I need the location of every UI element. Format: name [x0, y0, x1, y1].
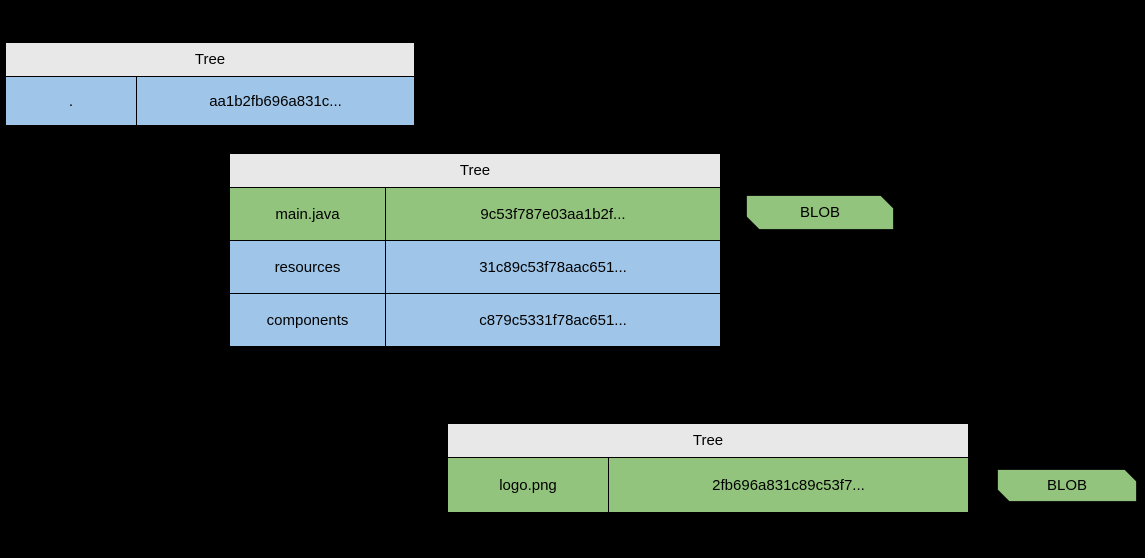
entry-hash-cell: 2fb696a831c89c53f7... [712, 476, 865, 494]
entry-name-cell: logo.png [448, 458, 609, 512]
blob-tag-label: BLOB [799, 204, 841, 221]
entry-hash-cell: aa1b2fb696a831c... [209, 92, 342, 110]
blob-tag: BLOB [745, 194, 895, 231]
entry-name-cell: . [6, 77, 137, 125]
table-header: Tree [448, 424, 968, 457]
table-header: Tree [230, 154, 720, 187]
blob-card-icon [996, 468, 1138, 503]
blob-tag: BLOB [996, 468, 1138, 503]
entry-name-cell: components [230, 294, 386, 346]
tree-entry-row: resources 31c89c53f78aac651... [230, 240, 720, 293]
tree-entry-row: . aa1b2fb696a831c... [6, 76, 414, 125]
entry-name-cell: resources [230, 241, 386, 293]
nested-tree-table: Tree logo.png 2fb696a831c89c53f7... [447, 423, 969, 513]
blob-entry-row: logo.png 2fb696a831c89c53f7... [448, 457, 968, 512]
tree-entry-row: components c879c5331f78ac651... [230, 293, 720, 346]
blob-card-icon [745, 194, 895, 231]
table-header: Tree [6, 43, 414, 76]
root-tree-table: Tree . aa1b2fb696a831c... [5, 42, 415, 126]
subtree-table: Tree main.java 9c53f787e03aa1b2f... reso… [229, 153, 721, 347]
entry-hash-cell: 9c53f787e03aa1b2f... [480, 205, 626, 223]
blob-tag-label: BLOB [1046, 477, 1088, 494]
entry-name-cell: main.java [230, 188, 386, 240]
entry-hash-cell: 31c89c53f78aac651... [479, 258, 627, 276]
blob-entry-row: main.java 9c53f787e03aa1b2f... [230, 187, 720, 240]
entry-hash-cell: c879c5331f78ac651... [479, 311, 627, 329]
